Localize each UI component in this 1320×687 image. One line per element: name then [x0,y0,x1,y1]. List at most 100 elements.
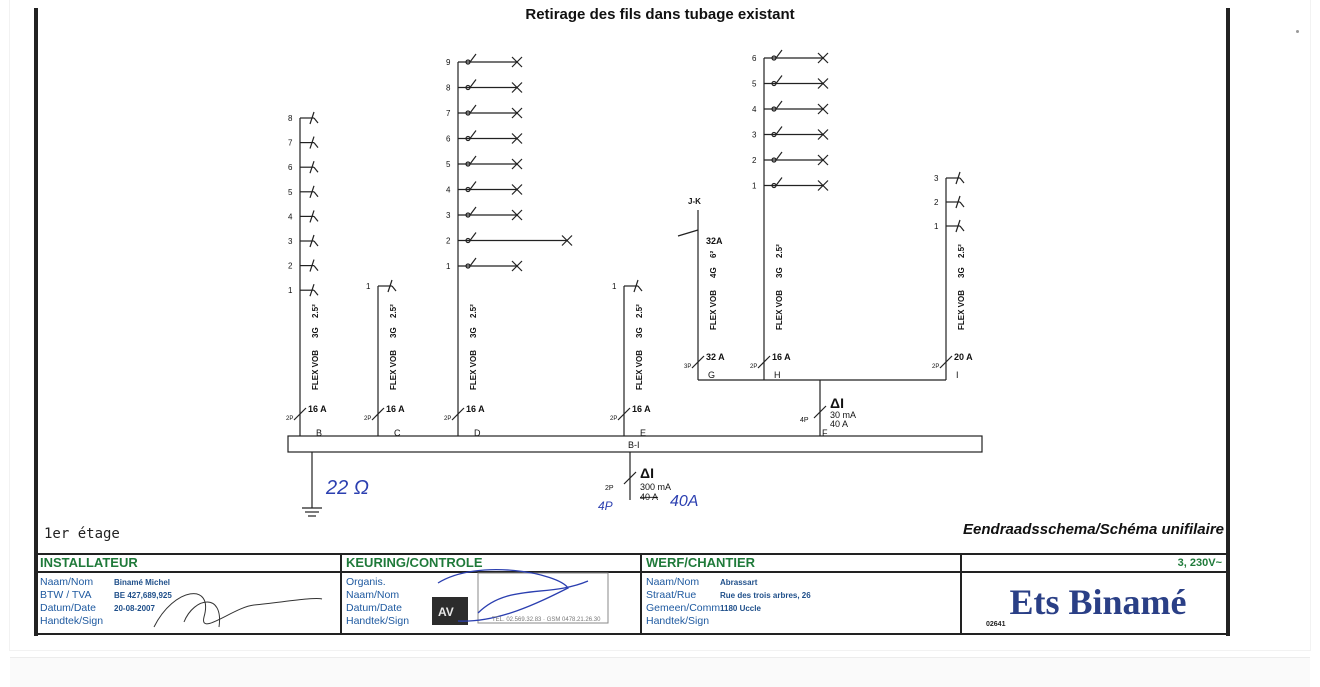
point-number: 4 [288,212,293,221]
point-number: 1 [752,182,757,191]
point-number: 2 [752,156,757,165]
circuit-letter: C [394,428,401,438]
inspection-row: Naam/Nom [346,589,400,601]
point-number: 6 [752,54,757,63]
cable-section: 2.5² [775,244,784,258]
site-header: WERF/CHANTIER [642,555,960,573]
sub-letter: F [822,428,828,438]
main-poles: 2P [605,485,614,492]
breaker-poles: 2P [444,416,451,422]
outlet-symbol [313,191,319,198]
main-delta-symbol: ΔI [640,465,654,481]
point-number: 3 [752,131,757,140]
main-rating: 40 A [640,492,658,502]
outlet-symbol [955,219,961,233]
circuit-letter: H [774,370,781,380]
inspection-row: Datum/Date [346,602,403,614]
breaker-symbol [293,407,307,421]
outlet-symbol [309,234,315,248]
cable-type: FLEX VOB [389,350,398,390]
inspection-row: Organis. [346,576,386,588]
point-number: 5 [288,188,293,197]
cable-section: 6² [709,251,718,258]
light-symbol [511,56,523,68]
light-symbol [511,260,523,272]
circuit-letter: D [474,428,481,438]
circuit-letter: I [956,370,959,380]
cable-section: 2.5² [311,304,320,318]
outlet-symbol [313,289,319,296]
point-number: 2 [934,198,939,207]
outlet-symbol [309,161,315,174]
breaker-rating: 16 A [632,404,651,414]
outlet-symbol [391,285,397,292]
inspection-row: Handtek/Sign [346,615,410,627]
installer-row: Handtek/Sign [40,615,104,627]
point-number: 3 [288,237,293,246]
cable-type: FLEX VOB [709,290,718,330]
circuit-letter: E [640,428,646,438]
breaker-symbol [939,355,953,369]
switch-symbol [469,79,477,88]
switch-symbol [469,181,477,190]
point-number: 4 [446,186,451,195]
light-symbol [817,103,829,115]
breaker-poles: 2P [610,416,617,422]
scan-speck [1296,30,1299,33]
outlet-symbol [313,240,319,247]
outlet-symbol [309,284,315,297]
cable-type: FLEX VOB [469,350,478,390]
point-number: 1 [446,262,451,271]
breaker-symbol [757,355,771,369]
breaker-rating: 16 A [308,404,327,414]
switch-symbol [469,53,477,63]
installer-signature [153,593,323,628]
sub-delta-symbol: ΔI [830,395,844,411]
breaker-poles: 2P [364,416,371,422]
switch-symbol [469,232,477,241]
inspection-header: KEURING/CONTROLE [342,555,640,573]
light-symbol [817,52,829,64]
point-number: 1 [934,222,939,231]
inspection-block: KEURING/CONTROLE Organis. Naam/Nom Datum… [340,553,642,635]
outlet-symbol [955,195,961,209]
breaker-symbol [371,407,385,421]
earth-resistance: 22 Ω [325,477,369,499]
inspection-stamp: AV [432,568,609,625]
main-busbar [287,435,983,453]
schema-label: Eendraadsschema/Schéma unifilaire [963,521,1224,538]
point-number: 8 [446,84,451,93]
cable-type: FLEX VOB [957,290,966,330]
subpanel-breaker: 32A [706,236,723,246]
drawing-frame-left [34,8,38,636]
breaker-rating: 16 A [466,404,485,414]
cable-type: FLEX VOB [635,350,644,390]
stamp-text: TEL. 02.569.32.83 · GSM 0478.21.26.30 [492,617,601,623]
point-number: 2 [446,237,451,246]
outlet-symbol [309,259,315,272]
breaker-rating: 16 A [386,404,405,414]
installer-header: INSTALLATEUR [36,555,340,573]
outlet-symbol [959,225,965,232]
breaker-symbol [617,407,631,421]
point-number: 7 [446,109,451,118]
point-number: 1 [366,282,371,291]
document-page [10,0,1310,650]
circuit-letter: B [316,428,322,438]
cable-section: 2.5² [635,304,644,318]
main-sensitivity: 300 mA [640,482,671,492]
switch-symbol [469,155,477,165]
outlet-symbol [313,216,319,222]
cable-type: FLEX VOB [311,350,320,390]
light-symbol [817,180,829,191]
company-name: Ets Binamé [1009,582,1187,622]
outlet-symbol [309,210,315,223]
light-symbol [511,184,523,195]
outlet-symbol [387,279,393,293]
light-symbol [817,154,829,166]
